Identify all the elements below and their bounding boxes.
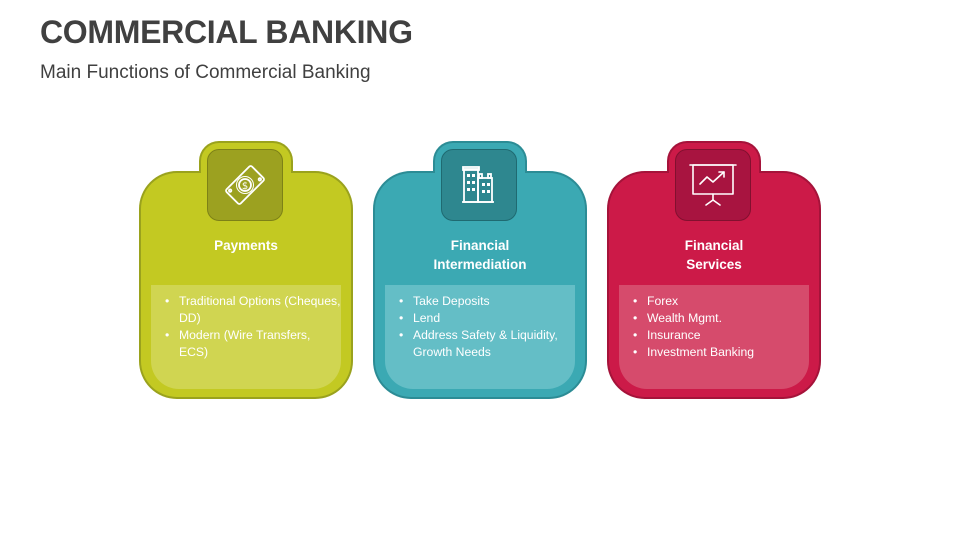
presentation-chart-icon bbox=[675, 149, 751, 221]
card-details: Forex Wealth Mgmt. Insurance Investment … bbox=[619, 285, 809, 389]
list-item: Address Safety & Liquidity, Growth Needs bbox=[399, 327, 575, 361]
card-title: Financial Intermediation bbox=[433, 238, 527, 272]
money-bill-icon: $ bbox=[207, 149, 283, 221]
list-item: Modern (Wire Transfers, ECS) bbox=[165, 327, 341, 361]
list-item: Take Deposits bbox=[399, 293, 575, 310]
list-item: Investment Banking bbox=[633, 344, 809, 361]
card-details: Traditional Options (Cheques, DD) Modern… bbox=[151, 285, 341, 389]
list-item: Lend bbox=[399, 310, 575, 327]
card-financial-services: Financial Services Forex Wealth Mgmt. In… bbox=[607, 141, 821, 399]
buildings-icon bbox=[441, 149, 517, 221]
list-item: Wealth Mgmt. bbox=[633, 310, 809, 327]
card-title: Financial Services bbox=[684, 238, 744, 272]
page-title: COMMERCIAL BANKING bbox=[40, 14, 413, 50]
page-subtitle: Main Functions of Commercial Banking bbox=[40, 62, 371, 83]
card-title: Payments bbox=[214, 238, 278, 253]
svg-text:$: $ bbox=[242, 181, 248, 192]
list-item: Insurance bbox=[633, 327, 809, 344]
card-details: Take Deposits Lend Address Safety & Liqu… bbox=[385, 285, 575, 389]
card-payments: $ Payments Traditional Options (Cheques,… bbox=[139, 141, 353, 399]
card-financial-intermediation: Financial Intermediation Take Deposits L… bbox=[373, 141, 587, 399]
list-item: Traditional Options (Cheques, DD) bbox=[165, 293, 341, 327]
list-item: Forex bbox=[633, 293, 809, 310]
